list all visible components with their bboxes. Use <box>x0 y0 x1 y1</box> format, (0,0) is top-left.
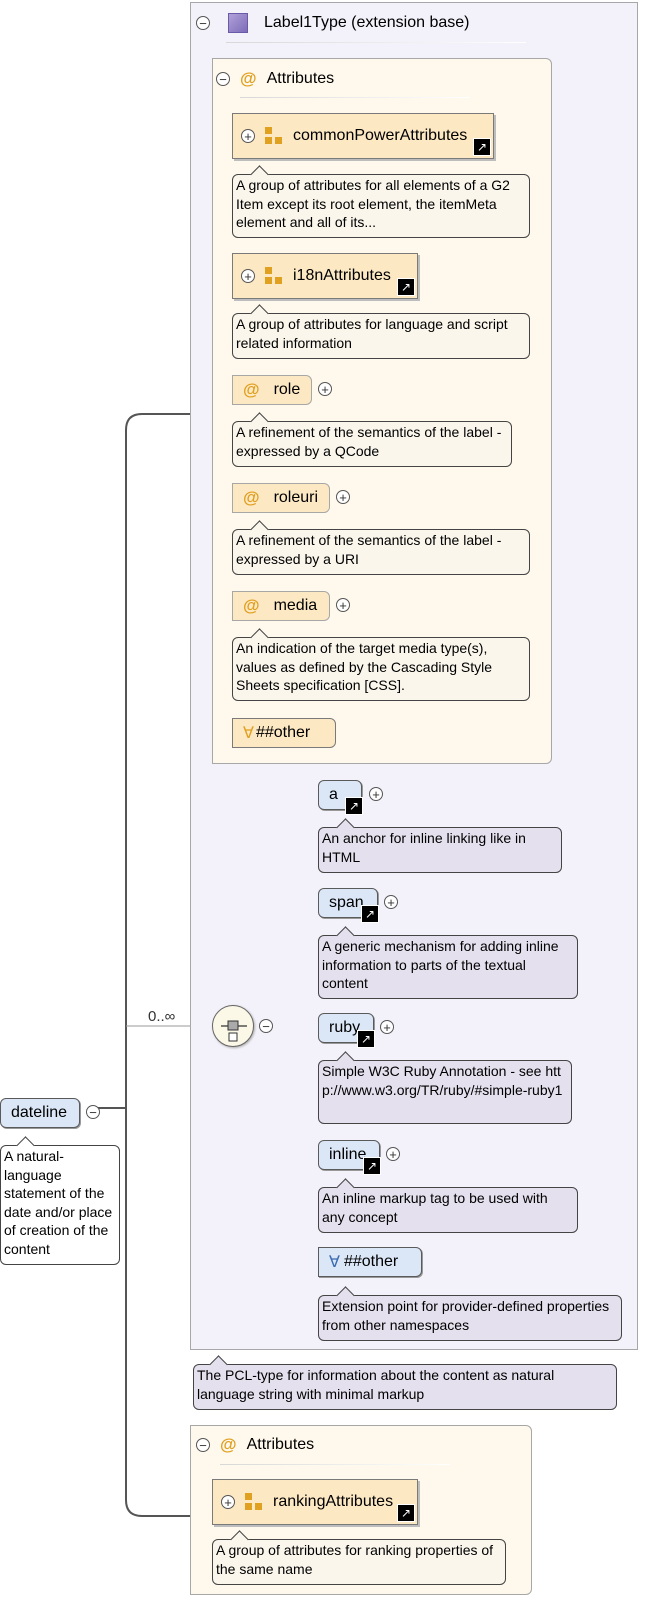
attribute-icon: @ <box>243 488 260 507</box>
element-ruby[interactable]: ruby ↗ <box>318 1013 375 1048</box>
element-inline-note: An inline markup tag to be used with any… <box>318 1178 578 1233</box>
attribute-group-icon <box>245 1493 263 1511</box>
attribute-icon: @ <box>240 69 257 88</box>
attribute-group-icon <box>265 127 283 145</box>
expand-icon[interactable]: + <box>241 129 255 143</box>
collapse-icon[interactable]: − <box>259 1019 273 1033</box>
attribute-name: media <box>273 597 318 614</box>
any-element[interactable]: ∀ ##other <box>318 1247 422 1277</box>
element-inline[interactable]: inline ↗ <box>318 1140 381 1175</box>
note-text: An indication of the target media type(s… <box>236 640 493 693</box>
collapse-icon[interactable]: − <box>216 72 230 86</box>
element-span[interactable]: span ↗ <box>318 888 379 923</box>
link-icon[interactable]: ↗ <box>473 138 491 156</box>
note-text: The PCL-type for information about the c… <box>197 1367 555 1402</box>
link-icon[interactable]: ↗ <box>363 1157 381 1175</box>
sequence-cardinality: 0..∞ <box>148 1008 176 1025</box>
collapse-icon[interactable]: − <box>86 1105 100 1119</box>
group-i18n-attributes[interactable]: + i18nAttributes ↗ <box>232 253 418 299</box>
media-note: An indication of the target media type(s… <box>232 628 530 701</box>
note-text: A refinement of the semantics of the lab… <box>236 532 502 567</box>
expand-icon[interactable]: + <box>336 490 350 504</box>
link-icon[interactable]: ↗ <box>357 1030 375 1048</box>
element-name: a <box>329 786 338 803</box>
common-power-attributes-note: A group of attributes for all elements o… <box>232 165 530 238</box>
any-attribute[interactable]: ∀ ##other <box>232 718 336 748</box>
expand-icon[interactable]: + <box>241 269 255 283</box>
ranking-attributes-note: A group of attributes for ranking proper… <box>212 1530 506 1585</box>
collapse-icon[interactable]: − <box>196 1438 210 1452</box>
group-name: commonPowerAttributes <box>293 127 468 144</box>
group-common-power-attributes[interactable]: + commonPowerAttributes ↗ <box>232 113 494 159</box>
sequence-icon <box>221 1020 247 1042</box>
attribute-role[interactable]: @ role <box>232 375 312 405</box>
expand-icon[interactable]: + <box>380 1020 394 1034</box>
root-element-dateline[interactable]: dateline <box>0 1098 80 1128</box>
attribute-roleuri[interactable]: @ roleuri <box>232 483 330 513</box>
expand-icon[interactable]: + <box>318 382 332 396</box>
note-text: A group of attributes for ranking proper… <box>216 1542 494 1577</box>
note-text: Simple W3C Ruby Annotation - see http://… <box>322 1063 563 1098</box>
attribute-name: roleuri <box>273 489 319 506</box>
expand-icon[interactable]: + <box>386 1147 400 1161</box>
attribute-icon: @ <box>220 1435 237 1454</box>
role-note: A refinement of the semantics of the lab… <box>232 412 512 467</box>
expand-icon[interactable]: + <box>221 1495 235 1509</box>
attributes-title: Attributes <box>266 70 335 87</box>
attributes-header: − @ Attributes <box>216 68 334 90</box>
bottom-attributes-title: Attributes <box>246 1436 315 1453</box>
note-text: An anchor for inline linking like in HTM… <box>322 830 526 865</box>
group-ranking-attributes[interactable]: + rankingAttributes ↗ <box>212 1479 418 1525</box>
element-a[interactable]: a ↗ <box>318 780 363 815</box>
note-text: A refinement of the semantics of the lab… <box>236 424 502 459</box>
expand-icon[interactable]: + <box>336 598 350 612</box>
element-ruby-note: Simple W3C Ruby Annotation - see http://… <box>318 1051 572 1124</box>
link-icon[interactable]: ↗ <box>397 278 415 296</box>
attribute-media[interactable]: @ media <box>232 591 330 621</box>
any-icon: ∀ <box>329 1254 340 1271</box>
note-text: A group of attributes for language and s… <box>236 316 508 351</box>
element-name: ruby <box>329 1019 361 1036</box>
element-a-note: An anchor for inline linking like in HTM… <box>318 818 562 873</box>
header-divider <box>240 97 470 98</box>
element-name: span <box>329 894 364 911</box>
header-divider <box>226 42 526 43</box>
note-text: A natural-language statement of the date… <box>4 1148 113 1257</box>
note-text: Extension point for provider-defined pro… <box>322 1298 610 1333</box>
roleuri-note: A refinement of the semantics of the lab… <box>232 520 530 575</box>
bottom-attributes-header: − @ Attributes <box>196 1434 314 1456</box>
note-text: An inline markup tag to be used with any… <box>322 1190 548 1225</box>
attribute-name: role <box>273 381 301 398</box>
attribute-icon: @ <box>243 380 260 399</box>
group-name: rankingAttributes <box>273 1493 394 1510</box>
collapse-icon[interactable]: − <box>196 16 210 30</box>
extension-note: The PCL-type for information about the c… <box>193 1355 617 1410</box>
complex-type-icon <box>228 13 248 33</box>
element-name: inline <box>329 1146 367 1163</box>
any-element-note: Extension point for provider-defined pro… <box>318 1286 622 1341</box>
link-icon[interactable]: ↗ <box>361 905 379 923</box>
any-element-label: ##other <box>343 1253 399 1270</box>
extension-header: − Label1Type (extension base) <box>196 12 469 34</box>
root-element-note: A natural-language statement of the date… <box>0 1136 120 1265</box>
link-icon[interactable]: ↗ <box>345 797 363 815</box>
attribute-group-icon <box>265 267 283 285</box>
group-name: i18nAttributes <box>293 267 391 284</box>
element-name: dateline <box>11 1104 68 1121</box>
expand-icon[interactable]: + <box>369 787 383 801</box>
any-icon: ∀ <box>243 725 254 742</box>
sequence-compositor[interactable] <box>212 1005 254 1047</box>
i18n-attributes-note: A group of attributes for language and s… <box>232 304 530 359</box>
link-icon[interactable]: ↗ <box>397 1504 415 1522</box>
any-attribute-label: ##other <box>255 724 311 741</box>
note-text: A generic mechanism for adding inline in… <box>322 938 559 991</box>
extension-title: Label1Type (extension base) <box>264 14 470 31</box>
note-text: A group of attributes for all elements o… <box>236 177 510 230</box>
expand-icon[interactable]: + <box>384 895 398 909</box>
element-span-note: A generic mechanism for adding inline in… <box>318 926 578 999</box>
header-divider <box>220 1464 450 1465</box>
attribute-icon: @ <box>243 596 260 615</box>
